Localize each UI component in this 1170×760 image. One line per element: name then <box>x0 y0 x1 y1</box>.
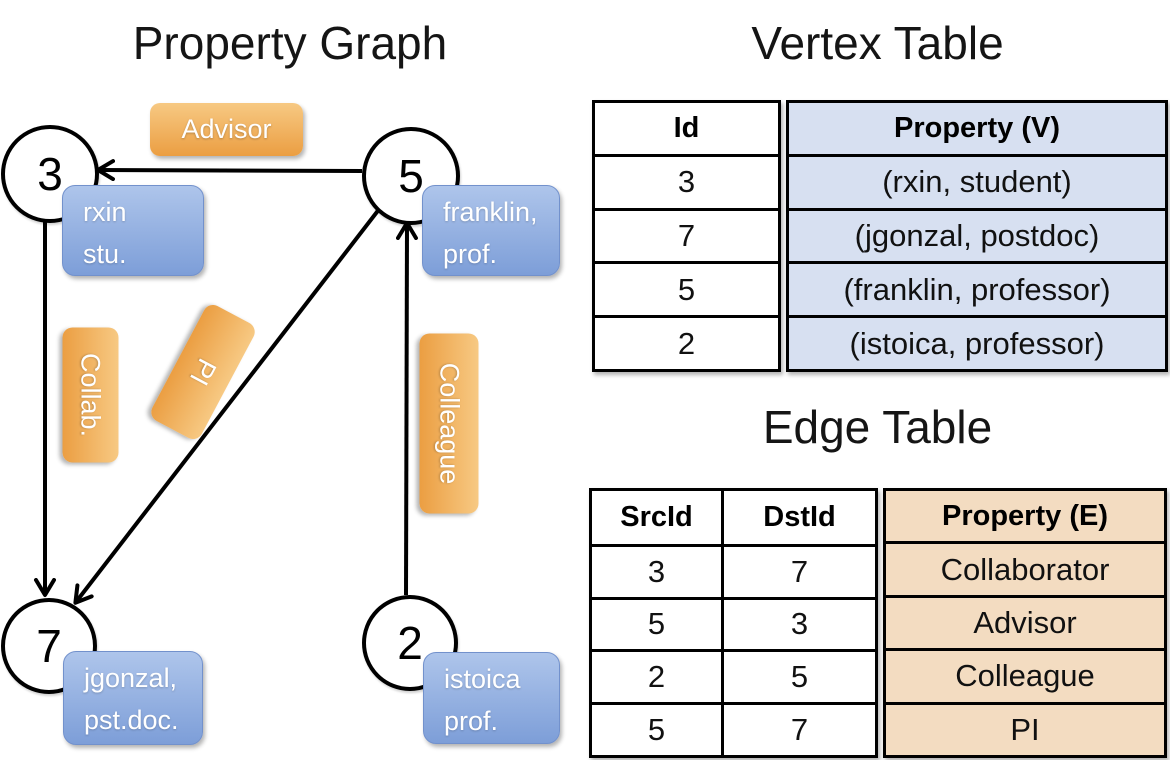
edge-table-dst-cell: 7 <box>724 543 875 597</box>
vertex-table-property-cell: (franklin, professor) <box>789 261 1165 315</box>
edge-table-header-dstid: DstId <box>763 500 836 533</box>
vertex-table-id-cell: 3 <box>595 153 778 208</box>
edge-table-title: Edge Table <box>762 401 993 453</box>
vertex-table-id-column: Id 3 7 5 2 <box>592 100 781 372</box>
vertex-table-property-cell: (istoica, professor) <box>789 315 1165 369</box>
edge-table-src-dst-columns: SrcId DstId 3 7 5 3 2 5 5 7 <box>589 488 878 758</box>
edge-label-colleague: Colleague <box>419 333 479 514</box>
vertex-property-line: franklin, <box>443 197 538 227</box>
vertex-table-property-column: Property (V) (rxin, student) (jgonzal, p… <box>786 100 1168 372</box>
vertex-property-line: istoica <box>444 664 521 694</box>
edge-table-dst-cell: 3 <box>724 596 875 650</box>
property-graph-title: Property Graph <box>132 17 448 69</box>
edge-label-collab: Collab. <box>62 327 119 463</box>
vertex-property-line: prof. <box>443 238 498 269</box>
vertex-property-box-rxin: rxin stu. <box>62 185 204 276</box>
edge-table-property-column: Property (E) Collaborator Advisor Collea… <box>883 488 1167 758</box>
vertex-node-5: 5 <box>362 127 460 225</box>
vertex-property-line: prof. <box>444 705 499 736</box>
vertex-property-line: pst.doc. <box>84 704 179 735</box>
edge-colleague-2-to-5 <box>395 221 418 596</box>
vertex-table-id-cell: 2 <box>595 315 778 369</box>
edge-label-advisor: Advisor <box>150 103 303 156</box>
edge-table-property-cell: Collaborator <box>886 541 1164 594</box>
edge-table-src-cell: 2 <box>592 649 724 703</box>
edge-pi-5-to-7 <box>73 206 382 605</box>
vertex-table-id-cell: 7 <box>595 207 778 262</box>
vertex-table-property-cell: (rxin, student) <box>789 153 1165 208</box>
vertex-property-line: jgonzal, <box>84 663 178 693</box>
vertex-table-title: Vertex Table <box>751 17 1004 69</box>
edge-table-src-cell: 5 <box>592 702 724 755</box>
vertex-table-header-id: Id <box>673 111 700 144</box>
edge-table-property-cell: Advisor <box>886 594 1164 648</box>
edge-advisor-5-to-3 <box>96 159 363 182</box>
edge-table-dst-cell: 5 <box>724 649 875 702</box>
vertex-table-id-cell: 5 <box>595 261 778 315</box>
vertex-node-2: 2 <box>362 595 458 691</box>
edge-table-property-cell: Colleague <box>886 648 1164 701</box>
vertex-property-box-franklin: franklin, prof. <box>422 185 560 276</box>
edge-table-header-property: Property (E) <box>942 499 1108 532</box>
edge-table-src-cell: 5 <box>592 596 724 650</box>
vertex-property-box-jgonzal: jgonzal, pst.doc. <box>63 651 203 745</box>
edge-table-src-cell: 3 <box>592 543 724 597</box>
edge-table-dst-cell: 7 <box>724 702 875 755</box>
edge-table-property-cell: PI <box>886 701 1164 755</box>
vertex-property-box-istoica: istoica prof. <box>423 652 560 744</box>
vertex-table-header-property: Property (V) <box>894 111 1060 144</box>
vertex-table-property-cell: (jgonzal, postdoc) <box>789 207 1165 262</box>
vertex-property-line: rxin <box>83 197 127 227</box>
vertex-property-line: stu. <box>83 238 127 269</box>
edge-table-header-srcid: SrcId <box>592 491 724 544</box>
graph-edges <box>34 159 418 605</box>
